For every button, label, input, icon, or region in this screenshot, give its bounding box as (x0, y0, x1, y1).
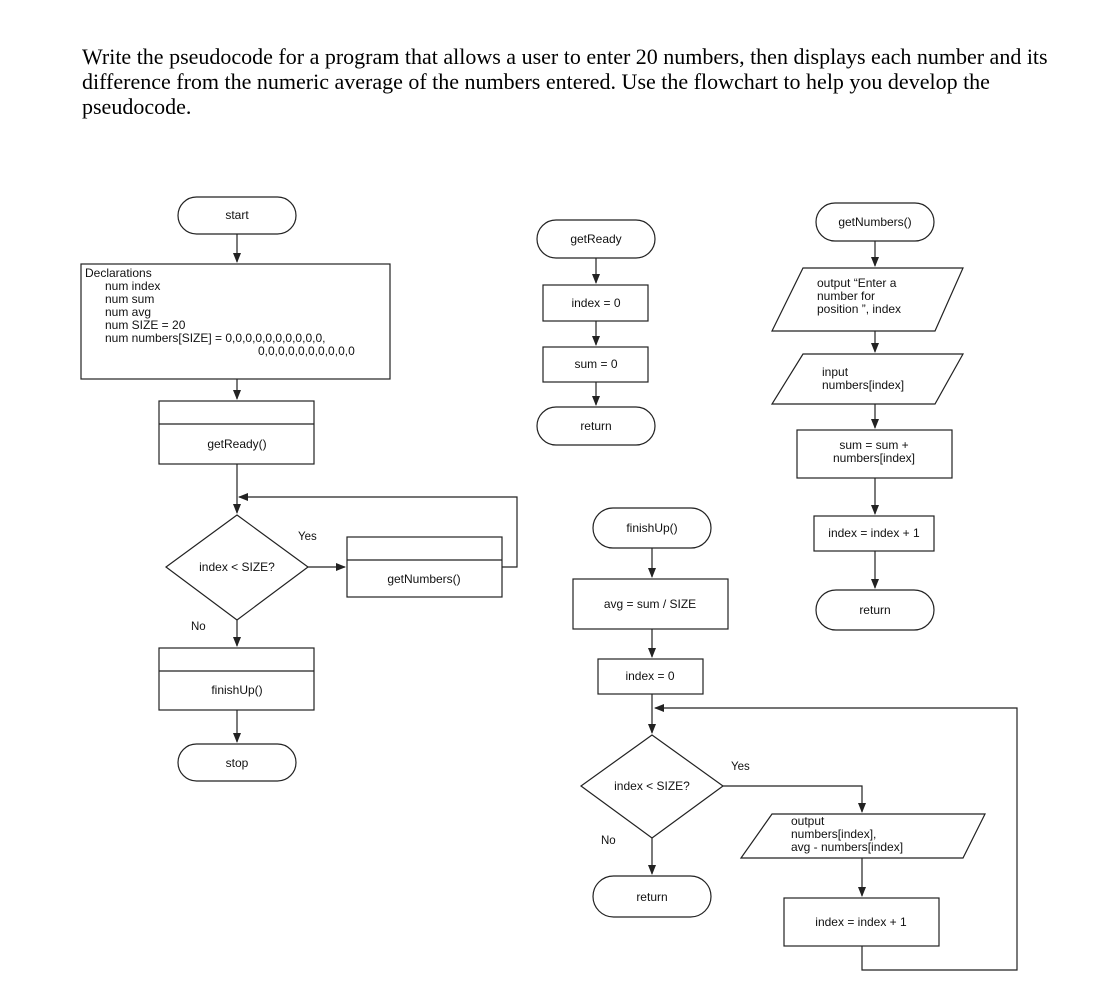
declaration-line: num SIZE = 20 (105, 318, 186, 332)
get-ready-start-label: getReady (570, 232, 621, 246)
finish-up-return-terminal (592, 875, 712, 918)
declarations-box (80, 263, 391, 380)
avg-compute-label: avg = sum / SIZE (604, 597, 696, 611)
sum-init-label: sum = 0 (574, 357, 617, 371)
get-ready-flowchart: getReady index = 0 sum = 0 return (536, 219, 656, 446)
main-stop-terminal (177, 743, 297, 782)
get-numbers-increment-box (813, 515, 935, 552)
finish-up-flowchart: finishUp() avg = sum / SIZE index = 0 in… (572, 507, 1018, 971)
declaration-line: num sum (105, 292, 154, 306)
finish-up-loop-condition-label: index < SIZE? (614, 779, 690, 793)
prompt-output-line: position ”, index (817, 302, 901, 316)
number-input-line: numbers[index] (822, 378, 904, 392)
avg-compute-box (572, 578, 729, 630)
main-flowchart: start Declarations num index num sum num… (80, 196, 518, 782)
finish-up-index-init-box (597, 658, 704, 695)
finish-up-call-label: finishUp() (211, 683, 262, 697)
number-input-parallelogram (770, 353, 965, 405)
finish-up-return-label: return (636, 890, 667, 904)
get-numbers-module-box (346, 536, 503, 598)
get-ready-module-box (158, 400, 315, 465)
loop-back-connector (238, 493, 518, 568)
get-numbers-return-terminal (815, 589, 935, 631)
get-numbers-increment-label: index = index + 1 (828, 526, 920, 540)
finish-up-increment-label: index = index + 1 (815, 915, 907, 929)
main-yes-label: Yes (298, 531, 317, 543)
number-input-line: input (822, 365, 849, 379)
prompt-output-parallelogram (771, 267, 964, 332)
get-ready-return-label: return (580, 419, 611, 433)
finish-up-increment-box (783, 897, 940, 947)
loop-back-connector (654, 704, 1018, 971)
result-output-line: numbers[index], (791, 827, 876, 841)
main-stop-label: stop (226, 756, 249, 770)
finish-up-yes-label: Yes (731, 761, 750, 773)
declaration-line: num numbers[SIZE] = 0,0,0,0,0,0,0,0,0,0, (105, 331, 325, 345)
get-numbers-call-label: getNumbers() (387, 572, 460, 586)
result-output-parallelogram (739, 813, 986, 859)
finish-up-start-label: finishUp() (626, 521, 677, 535)
declaration-line: 0,0,0,0,0,0,0,0,0,0 (258, 344, 355, 358)
get-numbers-flowchart: getNumbers() output “Enter a number for … (770, 202, 965, 631)
problem-statement: Write the pseudocode for a program that … (82, 44, 1048, 119)
main-no-label: No (191, 621, 206, 633)
finish-up-index-init-label: index = 0 (625, 669, 674, 683)
result-output-line: output (791, 814, 825, 828)
yes-connector (723, 785, 866, 813)
result-output-line: avg - numbers[index] (791, 840, 903, 854)
index-init-box (542, 284, 649, 322)
prompt-output-line: number for (817, 289, 875, 303)
index-init-label: index = 0 (571, 296, 620, 310)
get-ready-return-terminal (536, 406, 656, 446)
get-numbers-start-label: getNumbers() (838, 215, 911, 229)
main-start-label: start (225, 208, 249, 222)
sum-accumulate-line: sum = sum + (839, 438, 908, 452)
declarations-header: Declarations (85, 266, 152, 280)
declaration-line: num index (105, 279, 160, 293)
sum-accumulate-line: numbers[index] (833, 451, 915, 465)
prompt-output-line: output “Enter a (817, 276, 897, 290)
main-loop-condition-label: index < SIZE? (199, 560, 275, 574)
get-numbers-return-label: return (859, 603, 890, 617)
finish-up-module-box (158, 647, 315, 711)
get-ready-call-label: getReady() (207, 437, 266, 451)
finish-up-no-label: No (601, 835, 616, 847)
declaration-line: num avg (105, 305, 151, 319)
sum-accumulate-box (796, 429, 953, 479)
